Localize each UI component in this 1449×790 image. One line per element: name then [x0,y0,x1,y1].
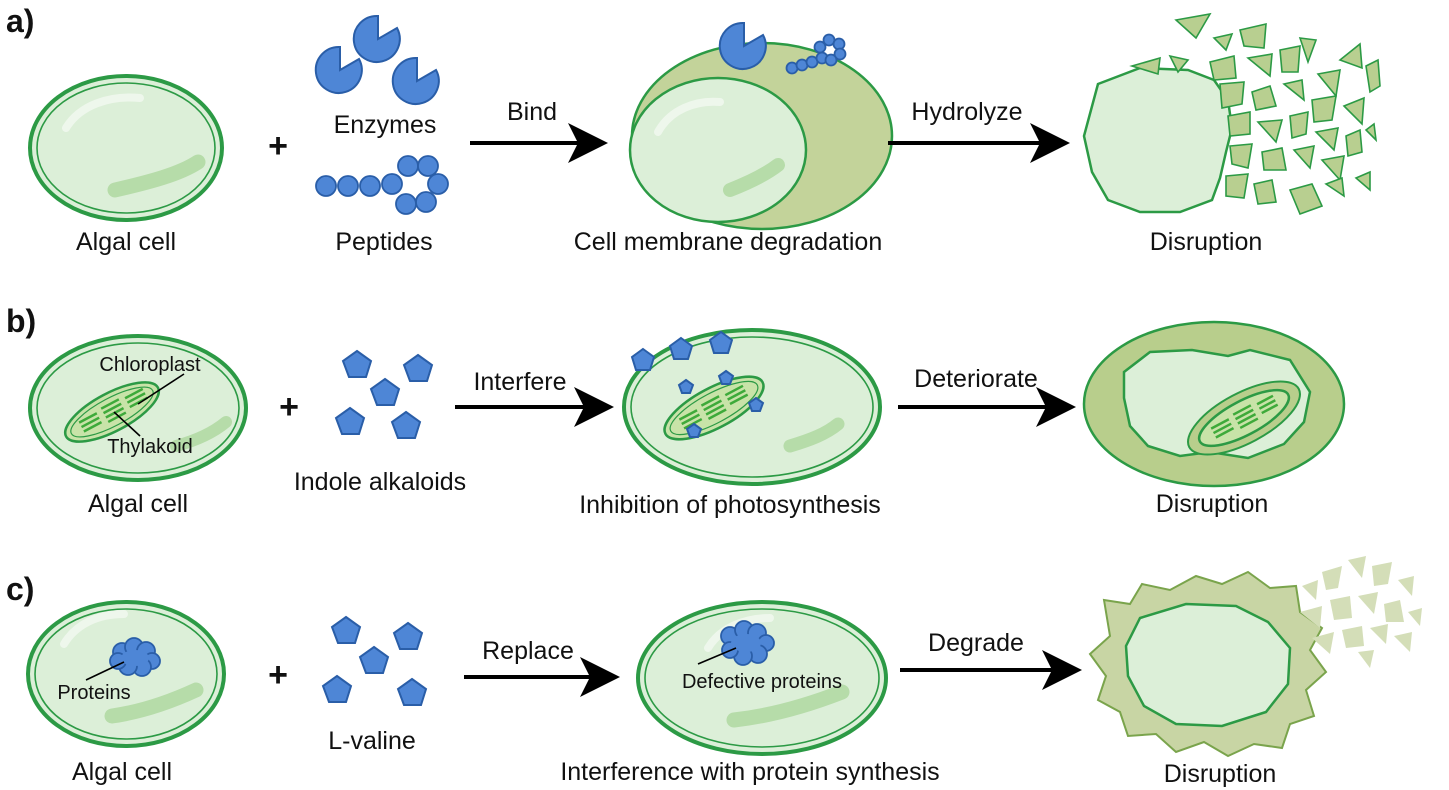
arrow-label-degrade: Degrade [928,629,1024,657]
deteriorated-cell-b [1082,320,1346,488]
source-label-c: Algal cell [72,758,172,786]
panel-a-tag: a) [6,3,34,39]
panel-b: b) Chloroplast Thylakoid Algal cell + [6,303,1346,519]
result-label-c: Disruption [1164,760,1277,788]
arrow-label-hydrolyze: Hydrolyze [911,98,1022,126]
enzymes-icon [314,14,440,105]
plus-sign-b: + [279,388,299,426]
panel-b-tag: b) [6,303,36,339]
degraded-cell-c [1088,556,1422,758]
defective-protein-cell-c [636,600,888,756]
agent-label-peptides: Peptides [335,228,432,256]
arrow-label-bind: Bind [507,98,557,126]
proteins-label: Proteins [57,682,130,704]
inhibited-cell-b [622,328,882,486]
arrow-label-deteriorate: Deteriorate [914,365,1038,393]
agent-label-enzymes: Enzymes [334,111,437,139]
panel-a: a) Algal cell + Enzymes [6,3,1381,256]
algal-cell-a [28,74,224,222]
thylakoid-label: Thylakoid [107,436,193,458]
agent-label-valine: L-valine [328,727,416,755]
degrading-cell-a [628,21,894,231]
peptides-icon [315,155,449,215]
middle-label-b: Inhibition of photosynthesis [579,491,881,519]
result-label-b: Disruption [1156,490,1269,518]
panel-c-tag: c) [6,571,34,607]
plus-sign-c: + [268,656,288,694]
source-label-b: Algal cell [88,490,188,518]
proteins-icon [109,637,161,677]
chloroplast-icon [63,381,161,443]
arrow-label-replace: Replace [482,637,574,665]
algal-cell-b [28,334,248,482]
result-label-a: Disruption [1150,228,1263,256]
algal-cell-c [26,600,226,748]
middle-label-c: Interference with protein synthesis [560,758,939,786]
indole-alkaloids-icon [334,349,434,439]
defective-proteins-label: Defective proteins [682,671,842,693]
agent-label-indole: Indole alkaloids [294,468,466,496]
middle-label-a: Cell membrane degradation [574,228,883,256]
source-label-a: Algal cell [76,228,176,256]
arrow-label-interfere: Interfere [473,368,566,396]
panel-c: c) Proteins Algal cell + [6,556,1422,788]
l-valine-icon [321,615,428,706]
plus-sign-a: + [268,127,288,165]
disrupted-cell-a [1082,12,1381,216]
chloroplast-label: Chloroplast [99,354,201,376]
